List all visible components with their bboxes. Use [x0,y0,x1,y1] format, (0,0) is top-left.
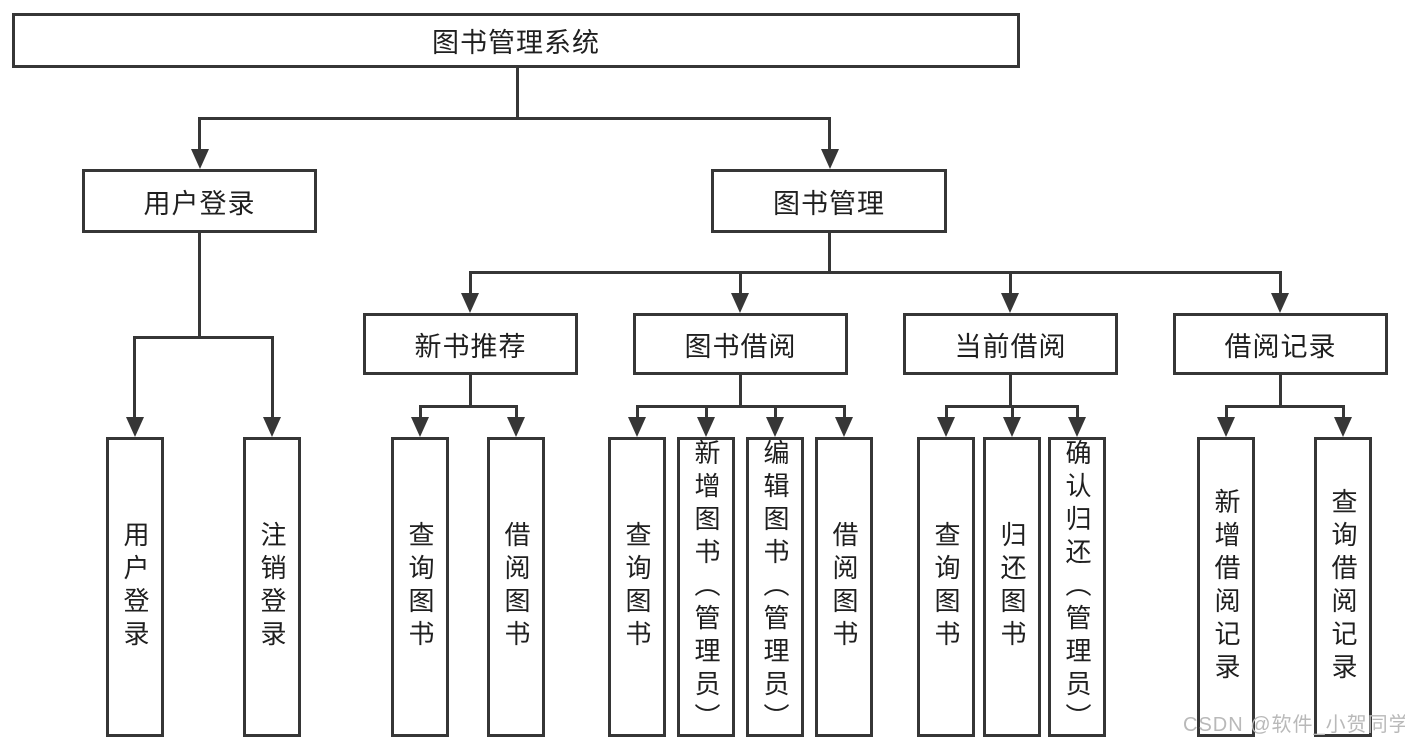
connector-line [469,375,472,408]
arrow-down-icon [1068,417,1086,437]
arrow-down-icon [507,417,525,437]
connector-line [739,375,742,408]
connector-line [469,271,1282,274]
leaf-query-borrow-record: 查询借阅记录 [1314,437,1372,737]
connector-line [419,405,422,418]
node-label: 当前借阅 [954,331,1067,362]
connector-line [133,336,273,339]
leaf-label: 确认归还（管理员） [1062,438,1092,736]
connector-line [469,271,472,295]
leaf-query-books-current: 查询图书 [917,437,975,737]
arrow-down-icon [821,149,839,169]
connector-line [774,405,777,418]
leaf-borrow-books-recommend: 借阅图书 [487,437,545,737]
leaf-edit-book-admin: 编辑图书（管理员） [746,437,804,737]
leaf-return-books: 归还图书 [983,437,1041,737]
leaf-query-books-recommend: 查询图书 [391,437,449,737]
node-current-borrow: 当前借阅 [903,313,1118,375]
node-label: 图书管理系统 [432,28,600,58]
arrow-down-icon [1217,417,1235,437]
connector-line [739,271,742,295]
arrow-down-icon [731,293,749,313]
arrow-down-icon [263,417,281,437]
connector-line [636,405,639,418]
arrow-down-icon [697,417,715,437]
connector-line [271,336,274,418]
leaf-borrow-books-borrow: 借阅图书 [815,437,873,737]
arrow-down-icon [411,417,429,437]
connector-line [1009,375,1012,408]
leaf-label: 查询图书 [622,521,652,653]
leaf-label: 借阅图书 [501,521,531,653]
node-label: 用户登录 [143,188,256,219]
node-new-book-recommend: 新书推荐 [363,313,578,375]
connector-line [1279,271,1282,295]
arrow-down-icon [628,417,646,437]
arrow-down-icon [461,293,479,313]
connector-line [1225,405,1345,408]
node-user-login: 用户登录 [82,169,317,233]
leaf-query-books-borrow: 查询图书 [608,437,666,737]
leaf-confirm-return-admin: 确认归还（管理员） [1048,437,1106,737]
node-label: 借阅记录 [1224,331,1337,362]
leaf-label: 查询图书 [405,521,435,653]
connector-line [198,233,201,339]
connector-line [828,117,831,150]
leaf-label: 用户登录 [120,521,150,653]
leaf-label: 注销登录 [257,521,287,653]
leaf-label: 查询图书 [931,521,961,653]
connector-line [1076,405,1079,418]
node-borrow-records: 借阅记录 [1173,313,1388,375]
node-book-management: 图书管理 [711,169,947,233]
arrow-down-icon [766,417,784,437]
connector-line [1225,405,1228,418]
leaf-add-borrow-record: 新增借阅记录 [1197,437,1255,737]
node-label: 图书借阅 [684,331,797,362]
arrow-down-icon [835,417,853,437]
connector-line [516,68,519,120]
leaf-user-login: 用户登录 [106,437,164,737]
leaf-label: 新增借阅记录 [1211,488,1241,686]
node-label: 新书推荐 [414,331,527,362]
node-root: 图书管理系统 [12,13,1020,68]
node-book-borrow: 图书借阅 [633,313,848,375]
connector-line [198,117,201,150]
leaf-label: 新增图书（管理员） [691,438,721,736]
connector-line [1011,405,1014,418]
arrow-down-icon [1334,417,1352,437]
arrow-down-icon [1003,417,1021,437]
node-label: 图书管理 [773,188,885,219]
connector-line [1009,271,1012,295]
arrow-down-icon [191,149,209,169]
connector-line [1342,405,1345,418]
arrow-down-icon [937,417,955,437]
arrow-down-icon [126,417,144,437]
leaf-label: 借阅图书 [829,521,859,653]
connector-line [198,117,831,120]
connector-line [705,405,708,418]
leaf-label: 编辑图书（管理员） [760,438,790,736]
leaf-label: 归还图书 [997,521,1027,653]
connector-line [636,405,846,408]
leaf-add-book-admin: 新增图书（管理员） [677,437,735,737]
arrow-down-icon [1001,293,1019,313]
csdn-watermark: CSDN @软件_小贺同学 [1183,714,1405,736]
connector-line [945,405,948,418]
leaf-label: 查询借阅记录 [1328,488,1358,686]
arrow-down-icon [1271,293,1289,313]
leaf-logout: 注销登录 [243,437,301,737]
connector-line [1279,375,1282,408]
connector-line [515,405,518,418]
connector-line [133,336,136,418]
connector-line [828,232,831,274]
connector-line [419,405,518,408]
connector-line [843,405,846,418]
